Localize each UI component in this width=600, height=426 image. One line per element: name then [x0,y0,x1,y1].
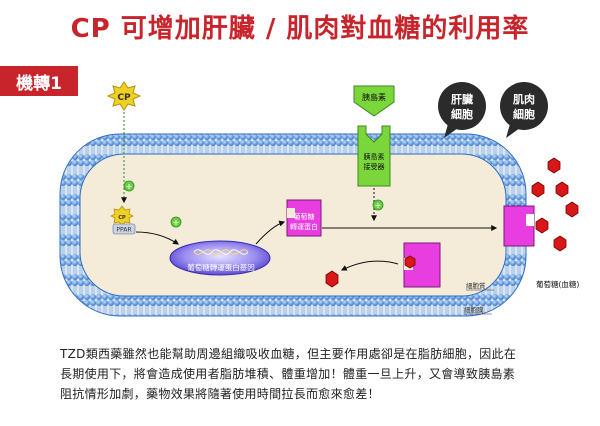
insulin-molecule: 胰島素 [353,85,395,117]
cp-label: CP [117,93,131,103]
description-line-3: 阻抗情形加劇，藥物效果將隨著使用時間拉長而愈來愈差！ [60,387,380,401]
description-line-1: TZD類西藥雖然也能幫助周邊組織吸收血糖，但主要作用處卻是在脂肪細胞，因此在 [60,347,517,361]
glut-transporter-new: 葡萄糖 轉運蛋白 [286,199,322,237]
insulin-receptor-label-1: 胰島素 [364,152,385,161]
nucleus-to-glut-arrow [255,220,286,245]
description-text: TZD類西藥雖然也能幫助周邊組織吸收血糖，但主要作用處卻是在脂肪細胞，因此在 長… [60,344,560,404]
glucose-molecule-inner [404,255,416,269]
cell-membrane-label: 細胞膜 [464,305,484,314]
glut-label-line2: 轉運蛋白 [290,222,318,231]
cell-diagram: CP + CP PPAR + 葡萄糖轉運蛋白基因 葡萄糖 轉運蛋白 [59,81,579,317]
cytoplasm-label: 細胞質 [466,281,486,290]
blood-glucose-label: 葡萄糖(血糖) [536,279,579,289]
svg-text:CP: CP [118,215,126,221]
plus-icon-cp: + [123,180,135,192]
muscle-cells-bubble: 肌肉 細胞 [500,82,548,138]
glut-gene-label: 葡萄糖轉運蛋白基因 [187,262,255,272]
svg-text:+: + [126,182,133,191]
mechanism-badge: 機轉1 [0,66,78,96]
muscle-cells-label-2: 細胞 [513,107,535,121]
insulin-receptor-label-2: 接受器 [364,162,385,171]
description-line-2: 長期使用下，將會造成使用者脂肪堆積、體重增加！體重一旦上升，又會導致胰島素 [60,367,516,381]
svg-text:+: + [375,201,382,210]
plus-icon-insulin: + [372,199,384,211]
muscle-cells-label-1: 肌肉 [512,92,535,106]
liver-cells-label-2: 細胞 [451,107,473,121]
glucose-molecule-released [325,270,339,288]
cp-molecule: CP [106,81,142,111]
liver-cells-bubble: 肝臟 細胞 [438,82,486,138]
blood-glucose-cluster [531,157,579,252]
liver-cells-label-1: 肝臟 [451,92,473,106]
page-title: CP 可增加肝臟 / 肌肉對血糖的利用率 [70,14,530,44]
glucose-release-arrow [340,260,399,271]
ppar-receptor: PPAR [112,223,136,235]
glut-label-line1: 葡萄糖 [294,212,315,221]
plus-icon-ppar: + [170,216,182,228]
cp-inner-molecule: CP [110,205,134,227]
svg-text:+: + [173,218,180,227]
ppar-to-nucleus-arrow [135,231,179,245]
insulin-label: 胰島素 [362,92,386,102]
insulin-receptor: 胰島素 接受器 [357,125,391,187]
nucleus: 葡萄糖轉運蛋白基因 [169,240,271,276]
glut-transporter-membrane [503,205,535,247]
ppar-label: PPAR [116,227,131,234]
